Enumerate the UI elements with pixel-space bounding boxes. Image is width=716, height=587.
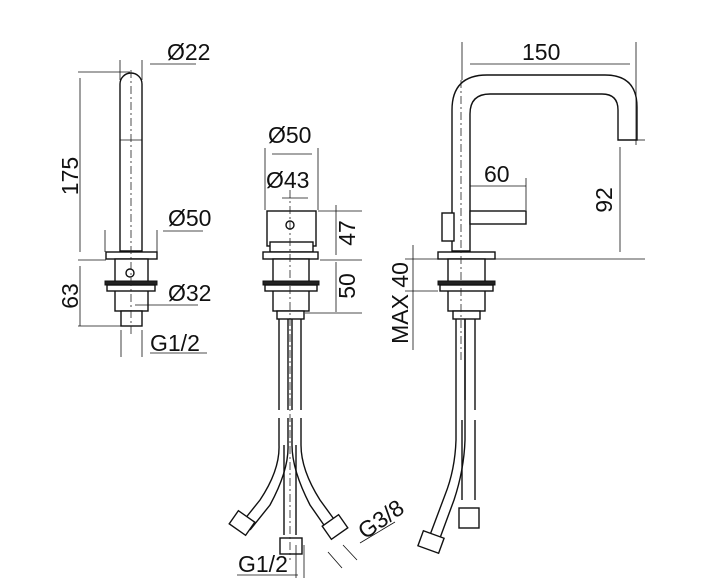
spout-side-view: Ø22 175 Ø50 63 Ø32 G1/2 <box>57 39 211 357</box>
outer-diameter-label: Ø50 <box>268 122 311 148</box>
hose-nut-left <box>228 509 256 537</box>
faucet-front-view: 150 60 92 MAX 40 <box>387 39 645 555</box>
base-diameter-label: Ø50 <box>168 205 211 231</box>
max-deck-label: MAX 40 <box>387 262 413 344</box>
hose-thread-label: G3/8 <box>353 494 409 544</box>
lever <box>469 210 527 225</box>
height-label: 175 <box>57 157 83 195</box>
top-height-label: 47 <box>334 220 360 246</box>
spout-arch <box>451 74 638 252</box>
mixer-side-view: Ø50 Ø43 47 50 G1/2 G3/8 <box>228 122 409 578</box>
body-diameter-label: Ø32 <box>168 280 211 306</box>
outlet-height-label: 92 <box>591 187 617 213</box>
base-plate <box>105 251 158 260</box>
hose-nut-center <box>279 537 303 555</box>
thread-label: G1/2 <box>150 330 200 356</box>
lever-length-label: 60 <box>484 161 510 187</box>
body-height-label: 50 <box>334 273 360 299</box>
reach-label: 150 <box>522 39 560 65</box>
mixer-base-plate <box>262 251 319 260</box>
hose-nut-front-right <box>458 507 480 529</box>
body-height-label: 63 <box>57 283 83 309</box>
front-base-plate <box>437 251 496 260</box>
hose-nut-right <box>321 513 349 541</box>
spout-diameter-label: Ø22 <box>167 39 210 65</box>
hose-nut-front-left <box>417 529 445 555</box>
center-thread-label: G1/2 <box>238 551 288 577</box>
inner-diameter-label: Ø43 <box>266 167 309 193</box>
thread-stub <box>120 310 143 327</box>
